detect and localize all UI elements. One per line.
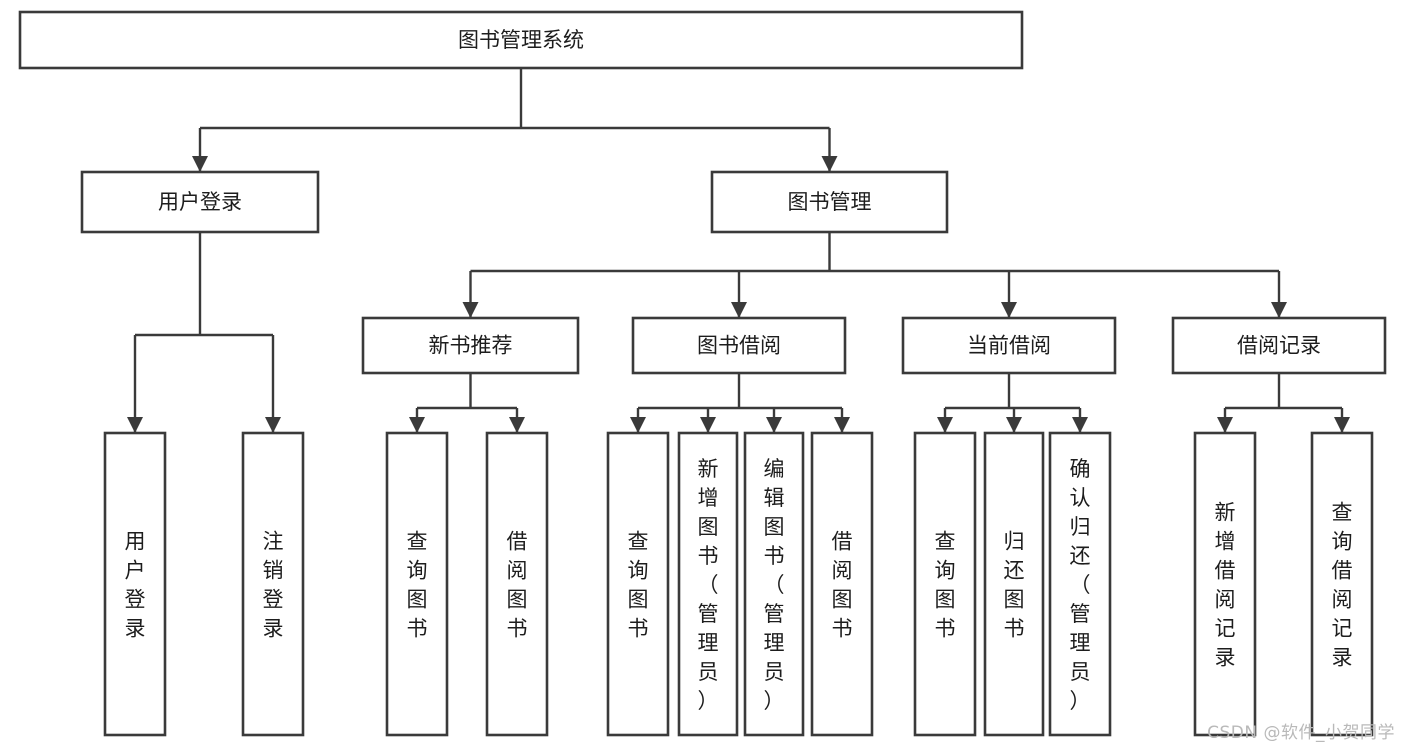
- node-label: 新增图书（管理员）: [698, 457, 719, 713]
- node-box[interactable]: [80, 170, 320, 234]
- arrow-head: [509, 417, 525, 433]
- connector-group: [409, 373, 525, 433]
- node-label: 确认归还（管理员）: [1070, 457, 1091, 713]
- arrow-head: [731, 302, 747, 318]
- arrow-head: [1072, 417, 1088, 433]
- node-label: 用户登录: [125, 530, 146, 641]
- node-leaf-borrow-book-2[interactable]: 借阅图书: [810, 431, 874, 737]
- connector-group: [192, 68, 838, 172]
- node-label: 用户登录: [158, 190, 242, 214]
- arrow-head: [821, 156, 838, 172]
- node-box[interactable]: [810, 431, 874, 737]
- arrow-head: [1006, 417, 1022, 433]
- connector-group: [127, 232, 281, 433]
- connector-group: [937, 373, 1088, 433]
- node-leaf-query-book-1[interactable]: 查询图书: [385, 431, 449, 737]
- node-label: 归还图书: [1004, 530, 1025, 641]
- arrow-head: [409, 417, 425, 433]
- node-box[interactable]: [631, 316, 847, 375]
- node-label: 图书管理: [788, 190, 872, 214]
- node-box[interactable]: [1193, 431, 1257, 737]
- arrow-head: [766, 417, 782, 433]
- node-box[interactable]: [361, 316, 580, 375]
- connector-group: [462, 232, 1287, 318]
- node-current-borrow[interactable]: 当前借阅: [901, 316, 1117, 375]
- node-label: 借阅图书: [507, 530, 528, 641]
- node-box[interactable]: [1048, 431, 1112, 737]
- node-label: 新书推荐: [429, 334, 513, 358]
- node-leaf-user-login[interactable]: 用户登录: [103, 431, 167, 737]
- node-borrow-record[interactable]: 借阅记录: [1171, 316, 1387, 375]
- node-leaf-query-book-3[interactable]: 查询图书: [913, 431, 977, 737]
- node-label: 注销登录: [263, 530, 284, 641]
- node-label: 图书管理系统: [458, 28, 584, 52]
- node-leaf-logout[interactable]: 注销登录: [241, 431, 305, 737]
- arrow-head: [462, 302, 479, 318]
- node-label: 图书借阅: [697, 334, 781, 358]
- arrow-head: [834, 417, 850, 433]
- node-box[interactable]: [983, 431, 1045, 737]
- arrow-head: [192, 156, 208, 172]
- node-box[interactable]: [1310, 431, 1374, 737]
- node-label: 查询借阅记录: [1332, 501, 1353, 670]
- node-label: 借阅记录: [1237, 334, 1321, 358]
- arrow-head: [700, 417, 716, 433]
- connector-group: [1217, 373, 1350, 433]
- node-box[interactable]: [606, 431, 670, 737]
- node-new-book-rec[interactable]: 新书推荐: [361, 316, 580, 375]
- node-root[interactable]: 图书管理系统: [18, 10, 1024, 70]
- node-label: 查询图书: [407, 530, 428, 641]
- connector-layer: [127, 68, 1350, 433]
- node-leaf-query-book-2[interactable]: 查询图书: [606, 431, 670, 737]
- arrow-head: [630, 417, 646, 433]
- node-label: 当前借阅: [967, 334, 1051, 358]
- arrow-head: [1001, 302, 1017, 318]
- node-label: 查询图书: [628, 530, 649, 641]
- node-leaf-add-record[interactable]: 新增借阅记录: [1193, 431, 1257, 737]
- node-leaf-return-book[interactable]: 归还图书: [983, 431, 1045, 737]
- node-layer: 图书管理系统用户登录图书管理新书推荐图书借阅当前借阅借阅记录用户登录注销登录查询…: [18, 10, 1387, 737]
- node-box[interactable]: [913, 431, 977, 737]
- arrow-head: [937, 417, 953, 433]
- arrow-head: [1271, 302, 1287, 318]
- node-box[interactable]: [103, 431, 167, 737]
- node-box[interactable]: [901, 316, 1117, 375]
- node-user-login[interactable]: 用户登录: [80, 170, 320, 234]
- arrow-head: [127, 417, 143, 433]
- arrow-head: [1217, 417, 1233, 433]
- node-label: 借阅图书: [832, 530, 853, 641]
- node-book-borrow[interactable]: 图书借阅: [631, 316, 847, 375]
- node-leaf-edit-book[interactable]: 编辑图书（管理员）: [743, 431, 805, 737]
- node-label: 新增借阅记录: [1215, 501, 1236, 670]
- node-leaf-confirm-return[interactable]: 确认归还（管理员）: [1048, 431, 1112, 737]
- node-leaf-borrow-book-1[interactable]: 借阅图书: [485, 431, 549, 737]
- node-book-manage[interactable]: 图书管理: [710, 170, 949, 234]
- arrow-head: [1334, 417, 1350, 433]
- node-box[interactable]: [710, 170, 949, 234]
- node-label: 编辑图书（管理员）: [764, 457, 785, 713]
- node-box[interactable]: [677, 431, 739, 737]
- node-box[interactable]: [743, 431, 805, 737]
- connector-group: [630, 373, 850, 433]
- node-label: 查询图书: [935, 530, 956, 641]
- node-box[interactable]: [18, 10, 1024, 70]
- node-box[interactable]: [385, 431, 449, 737]
- node-box[interactable]: [1171, 316, 1387, 375]
- node-leaf-add-book[interactable]: 新增图书（管理员）: [677, 431, 739, 737]
- node-leaf-query-record[interactable]: 查询借阅记录: [1310, 431, 1374, 737]
- arrow-head: [265, 417, 281, 433]
- node-box[interactable]: [485, 431, 549, 737]
- node-box[interactable]: [241, 431, 305, 737]
